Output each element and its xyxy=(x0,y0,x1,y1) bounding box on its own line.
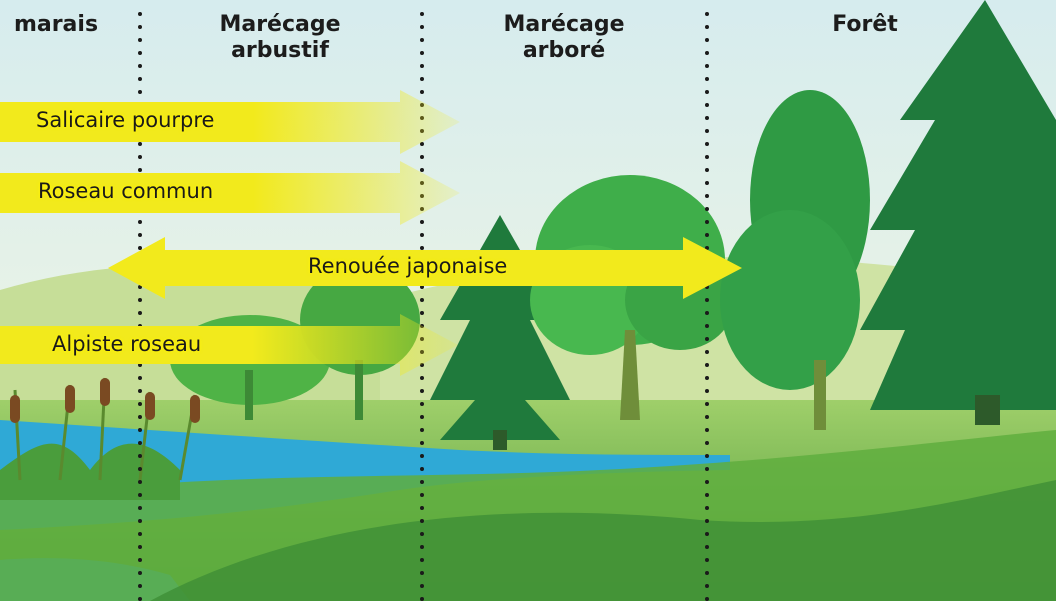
cattails xyxy=(10,377,200,481)
arrow-salicaire-pourpre xyxy=(0,90,460,154)
forest-conifer-large xyxy=(860,0,1056,425)
zone-label-foret: Forêt xyxy=(832,12,898,37)
arrow-alpiste-roseau xyxy=(0,314,458,376)
zone-label-marais: marais xyxy=(13,12,99,37)
grass-foreground xyxy=(0,430,1056,601)
zone-label-marecage-arbustif: Marécage arbustif xyxy=(219,12,341,63)
zone-label-marecage-arbore: Marécage arboré xyxy=(503,12,625,63)
species-label-salicaire-pourpre: Salicaire pourpre xyxy=(36,108,215,132)
conifer-small xyxy=(430,215,570,450)
species-label-renouee-japonaise: Renouée japonaise xyxy=(308,254,508,278)
arrow-roseau-commun xyxy=(0,161,460,225)
species-label-alpiste-roseau: Alpiste roseau xyxy=(52,332,202,356)
arrow-renouee-japonaise xyxy=(108,237,742,299)
species-label-roseau-commun: Roseau commun xyxy=(38,179,214,203)
forest-leafy-tree xyxy=(720,90,870,430)
